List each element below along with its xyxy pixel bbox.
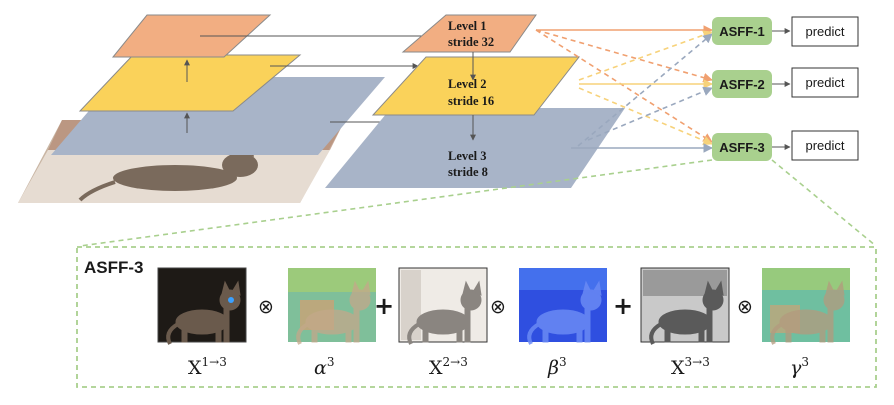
asff-1-node[interactable]: ASFF-1 (712, 17, 772, 45)
weight-map-beta (519, 268, 607, 346)
feature-pyramid: Level 1 stride 32 Level 2 stride 16 Leve… (325, 14, 625, 188)
level-3-plane (325, 108, 625, 188)
multiply-op-2: ⊗ (490, 296, 506, 318)
weight-map-gamma (762, 268, 850, 346)
level-1-name: Level 1 (448, 19, 487, 33)
plus-op-2: + (613, 292, 633, 320)
predict-label-1: predict (805, 24, 844, 39)
label-x33: X3→3 (671, 355, 710, 379)
fusion-arrows (535, 25, 713, 153)
level-1-stride: stride 32 (448, 35, 494, 49)
asff-3-detail-panel: ASFF-3 (76, 246, 877, 388)
label-x23: X2→3 (429, 355, 468, 379)
backbone-stack (18, 14, 385, 203)
predict-box-1: predict (791, 16, 859, 47)
asff-2-node[interactable]: ASFF-2 (712, 70, 772, 98)
backbone-layer-1 (111, 14, 272, 58)
label-gamma3: γ3 (790, 355, 809, 379)
level-2-name: Level 2 (448, 77, 487, 91)
label-x13: X1→3 (188, 355, 227, 379)
panel-title: ASFF-3 (84, 258, 144, 277)
predict-label-2: predict (805, 75, 844, 90)
level-2-stride: stride 16 (448, 94, 494, 108)
predict-label-3: predict (805, 138, 844, 153)
backbone-layer-2 (78, 54, 302, 112)
level-2-plane (371, 56, 581, 116)
predict-box-3: predict (791, 130, 859, 161)
label-beta3: β3 (547, 355, 567, 379)
level-1-plane (401, 14, 537, 53)
weight-map-alpha (288, 268, 376, 346)
asff-nodes: ASFF-1 ASFF-2 ASFF-3 predict predict pre… (712, 16, 859, 161)
predict-box-2: predict (791, 67, 859, 98)
plus-op-1: + (374, 292, 394, 320)
multiply-op-1: ⊗ (258, 296, 274, 318)
label-alpha3: α3 (314, 355, 334, 379)
feature-map-2 (398, 267, 488, 346)
level-3-stride: stride 8 (448, 165, 488, 179)
feature-map-1 (157, 267, 247, 346)
asff-3-node[interactable]: ASFF-3 (712, 133, 772, 161)
zoom-lines (79, 159, 877, 247)
asff-1-label: ASFF-1 (719, 24, 765, 39)
level-3-name: Level 3 (448, 149, 487, 163)
asff-2-label: ASFF-2 (719, 77, 765, 92)
multiply-op-3: ⊗ (737, 296, 753, 318)
feature-map-3 (640, 267, 730, 346)
asff-3-label: ASFF-3 (719, 140, 765, 155)
